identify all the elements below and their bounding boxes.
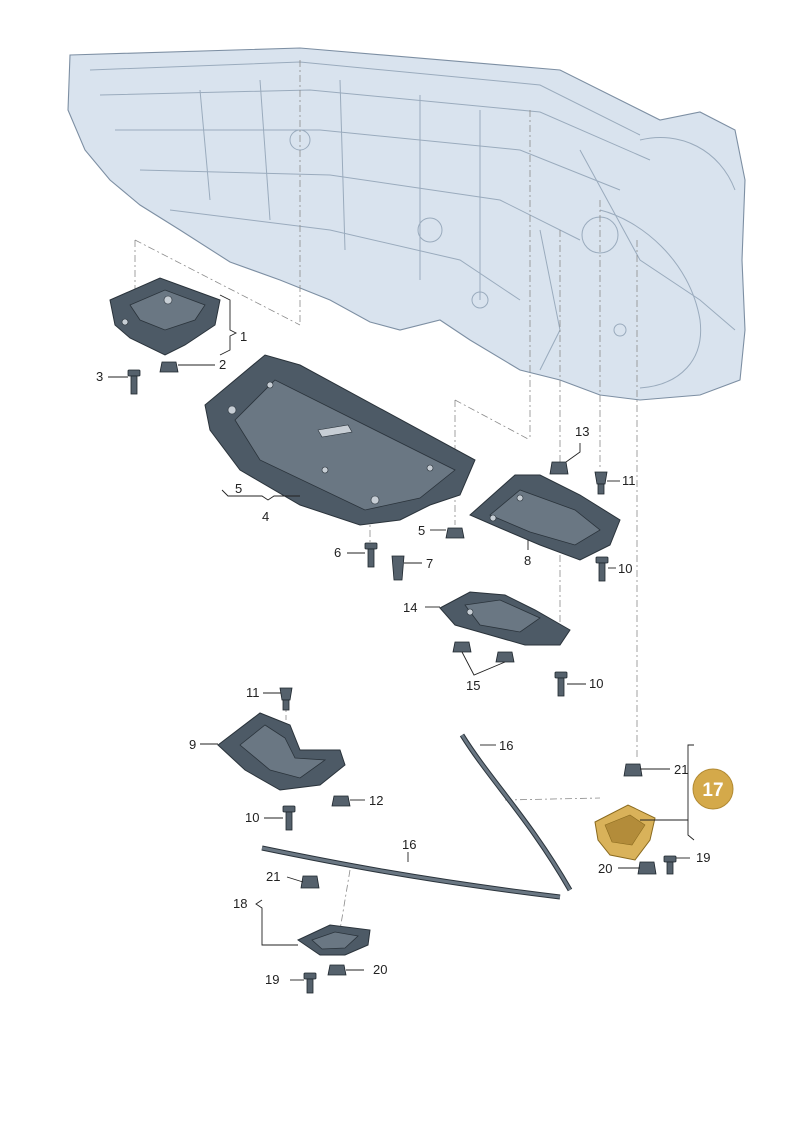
part-18-pad <box>296 924 371 956</box>
callout-10-right-1: 10 <box>618 561 632 576</box>
callout-labels: 1 2 3 4 5 5 6 7 8 9 10 10 10 11 11 12 13… <box>96 329 710 987</box>
part-16-seal-strip-diagonal <box>459 733 573 892</box>
callout-21-right: 21 <box>674 762 688 777</box>
leader-lines <box>108 294 695 981</box>
callout-11-right: 11 <box>622 473 636 488</box>
callout-20-right: 20 <box>598 861 612 876</box>
part-13-clip <box>549 461 569 475</box>
part-14-shield <box>439 591 571 646</box>
callout-21-left: 21 <box>266 869 280 884</box>
part-16-seal-strip-horizontal <box>261 845 561 900</box>
callout-11-left: 11 <box>246 685 260 700</box>
part-17-highlighted-pad <box>594 804 656 861</box>
part-10-screw-left <box>282 805 296 831</box>
car-underbody <box>67 47 746 401</box>
part-8-shield <box>469 474 621 561</box>
callout-10-left: 10 <box>245 810 259 825</box>
part-9-shield <box>217 712 346 791</box>
part-3-screw <box>127 369 141 395</box>
callout-18: 18 <box>233 896 247 911</box>
callout-2: 2 <box>219 357 226 372</box>
part-20-nut-left <box>327 964 347 976</box>
part-10-screw-right-1 <box>595 556 609 582</box>
callout-4: 4 <box>262 509 269 524</box>
callout-20-left: 20 <box>373 962 387 977</box>
callout-19-left: 19 <box>265 972 279 987</box>
part-19-screw-right <box>663 855 677 875</box>
part-11-screw-left <box>279 687 293 711</box>
callout-8: 8 <box>524 553 531 568</box>
callout-3: 3 <box>96 369 103 384</box>
callout-9: 9 <box>189 737 196 752</box>
part-21-clip-left <box>300 875 320 889</box>
part-6-screw <box>364 542 378 568</box>
part-5-nut <box>445 527 465 539</box>
part-1-shield <box>109 277 221 356</box>
callout-16-diagonal: 16 <box>499 738 513 753</box>
part-11-screw-right <box>594 471 608 495</box>
callout-13: 13 <box>575 424 589 439</box>
part-12-nut <box>331 795 351 807</box>
assembly-lines <box>134 60 638 931</box>
callout-5-nut: 5 <box>418 523 425 538</box>
part-7-clip <box>391 555 405 581</box>
highlight-badge-label: 17 <box>702 780 723 801</box>
part-21-clip-right <box>623 763 643 777</box>
highlight-callout-17: 17 <box>692 768 734 810</box>
callout-14: 14 <box>403 600 417 615</box>
callout-19-right: 19 <box>696 850 710 865</box>
callout-10-right-2: 10 <box>589 676 603 691</box>
part-4-underbody-panel <box>204 354 476 526</box>
callout-16-horizontal: 16 <box>402 837 416 852</box>
callout-15: 15 <box>466 678 480 693</box>
callout-1: 1 <box>240 329 247 344</box>
part-10-screw-right-2 <box>554 671 568 697</box>
highlight-badge <box>692 768 734 810</box>
part-19-screw-left <box>303 972 317 994</box>
part-2-nut <box>159 361 179 373</box>
callout-12: 12 <box>369 793 383 808</box>
part-20-nut-right <box>637 861 657 875</box>
callout-5-upper: 5 <box>235 481 242 496</box>
callout-7: 7 <box>426 556 433 571</box>
callout-6: 6 <box>334 545 341 560</box>
part-15-nuts <box>452 641 515 663</box>
